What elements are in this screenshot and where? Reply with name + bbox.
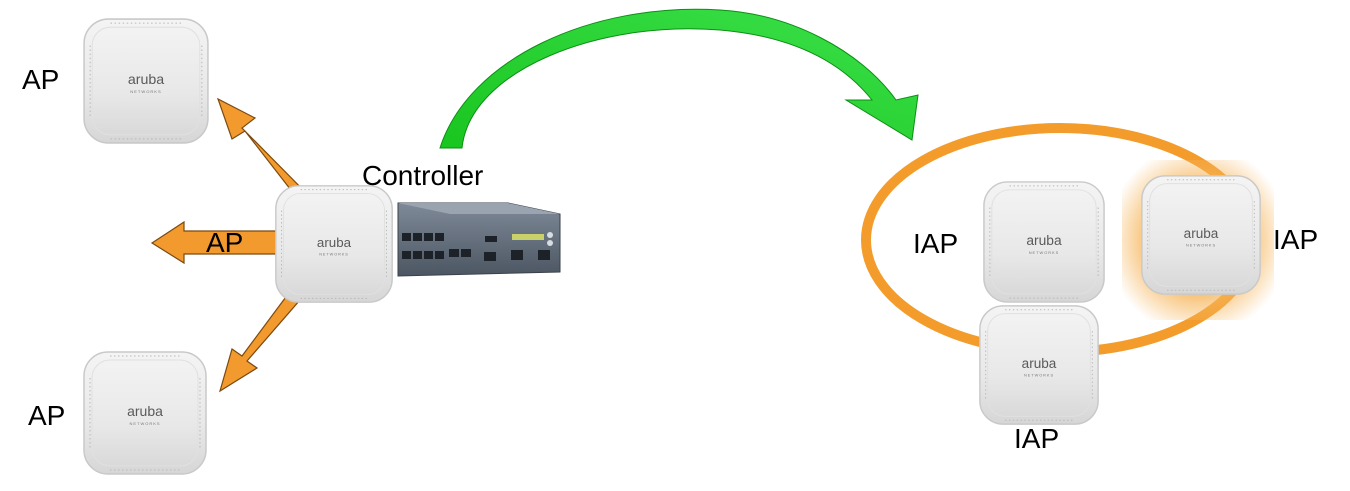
label-ap-mid: AP [206, 227, 244, 258]
label-iap-bottom: IAP [1014, 423, 1060, 454]
label-ap-top: AP [22, 64, 60, 95]
arrow-to-left [150, 220, 279, 265]
ap-device-top [83, 18, 209, 144]
label-ap-bottom: AP [28, 400, 66, 431]
iap-device-left [983, 181, 1105, 303]
green-migration-arrow [439, 8, 919, 149]
iap-device-bottom [979, 305, 1099, 425]
ap-device-bottom [83, 351, 207, 475]
label-iap-left: IAP [913, 228, 959, 259]
orange-arrows [150, 97, 319, 393]
controller-device [397, 202, 561, 277]
iap-device-right [1141, 175, 1261, 295]
label-controller: Controller [362, 160, 484, 191]
ap-device-center [275, 185, 393, 303]
label-iap-right: IAP [1273, 224, 1319, 255]
